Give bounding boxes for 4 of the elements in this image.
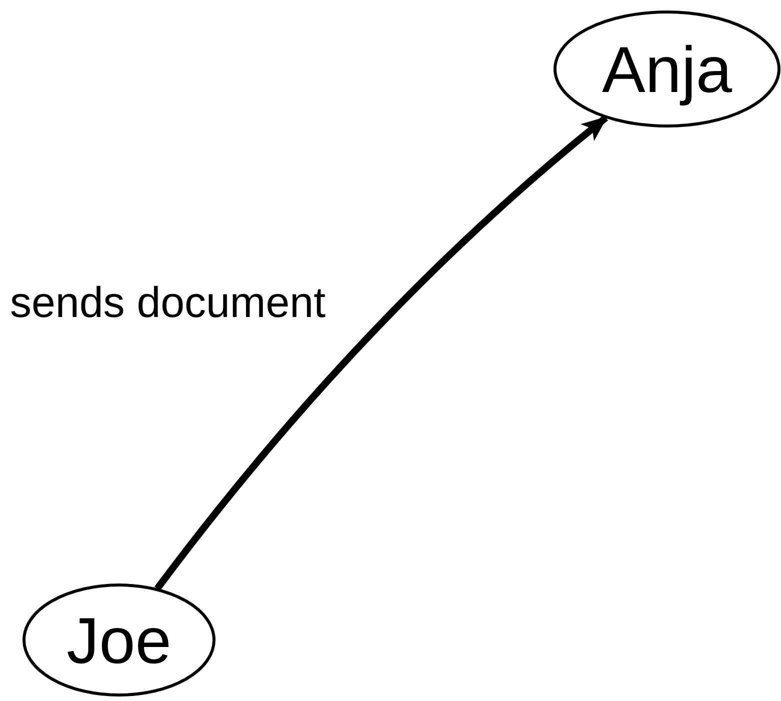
arrow	[154, 115, 608, 591]
ellipse-node	[554, 11, 780, 127]
node-name: Joe	[66, 608, 172, 672]
ellipse-node	[23, 584, 215, 696]
